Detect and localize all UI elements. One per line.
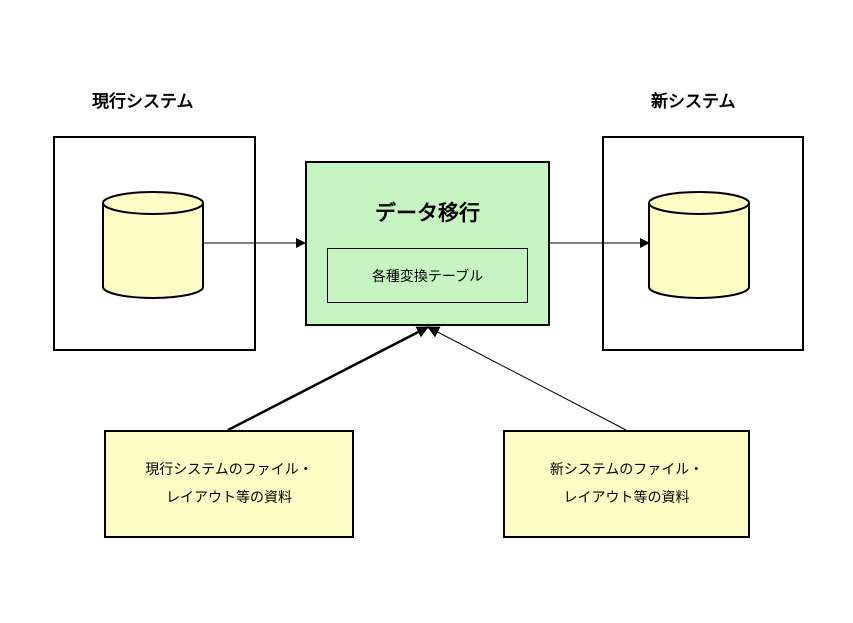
data-migration-title: データ移行 — [375, 201, 480, 225]
database-cylinder-icon — [102, 191, 204, 299]
data-migration-box: データ移行 各種変換テーブル — [305, 161, 550, 326]
new-system-document: 新システムのファイル・ レイアウト等の資料 — [503, 430, 750, 538]
arrow-new-document-to-migration — [427, 326, 627, 431]
arrow-current-document-to-migration — [227, 325, 429, 432]
new-system-document-line1: 新システムのファイル・ — [549, 462, 704, 478]
conversion-table-box: 各種変換テーブル — [327, 248, 528, 303]
current-system-document-line1: 現行システムのファイル・ — [145, 462, 313, 478]
current-system-document-line2: レイアウト等の資料 — [166, 490, 292, 506]
current-system-title: 現行システム — [92, 92, 194, 112]
new-system-title: 新システム — [651, 92, 736, 112]
current-system-document: 現行システムのファイル・ レイアウト等の資料 — [104, 430, 354, 538]
database-cylinder-icon — [648, 191, 750, 299]
new-system-document-line2: レイアウト等の資料 — [563, 490, 690, 506]
